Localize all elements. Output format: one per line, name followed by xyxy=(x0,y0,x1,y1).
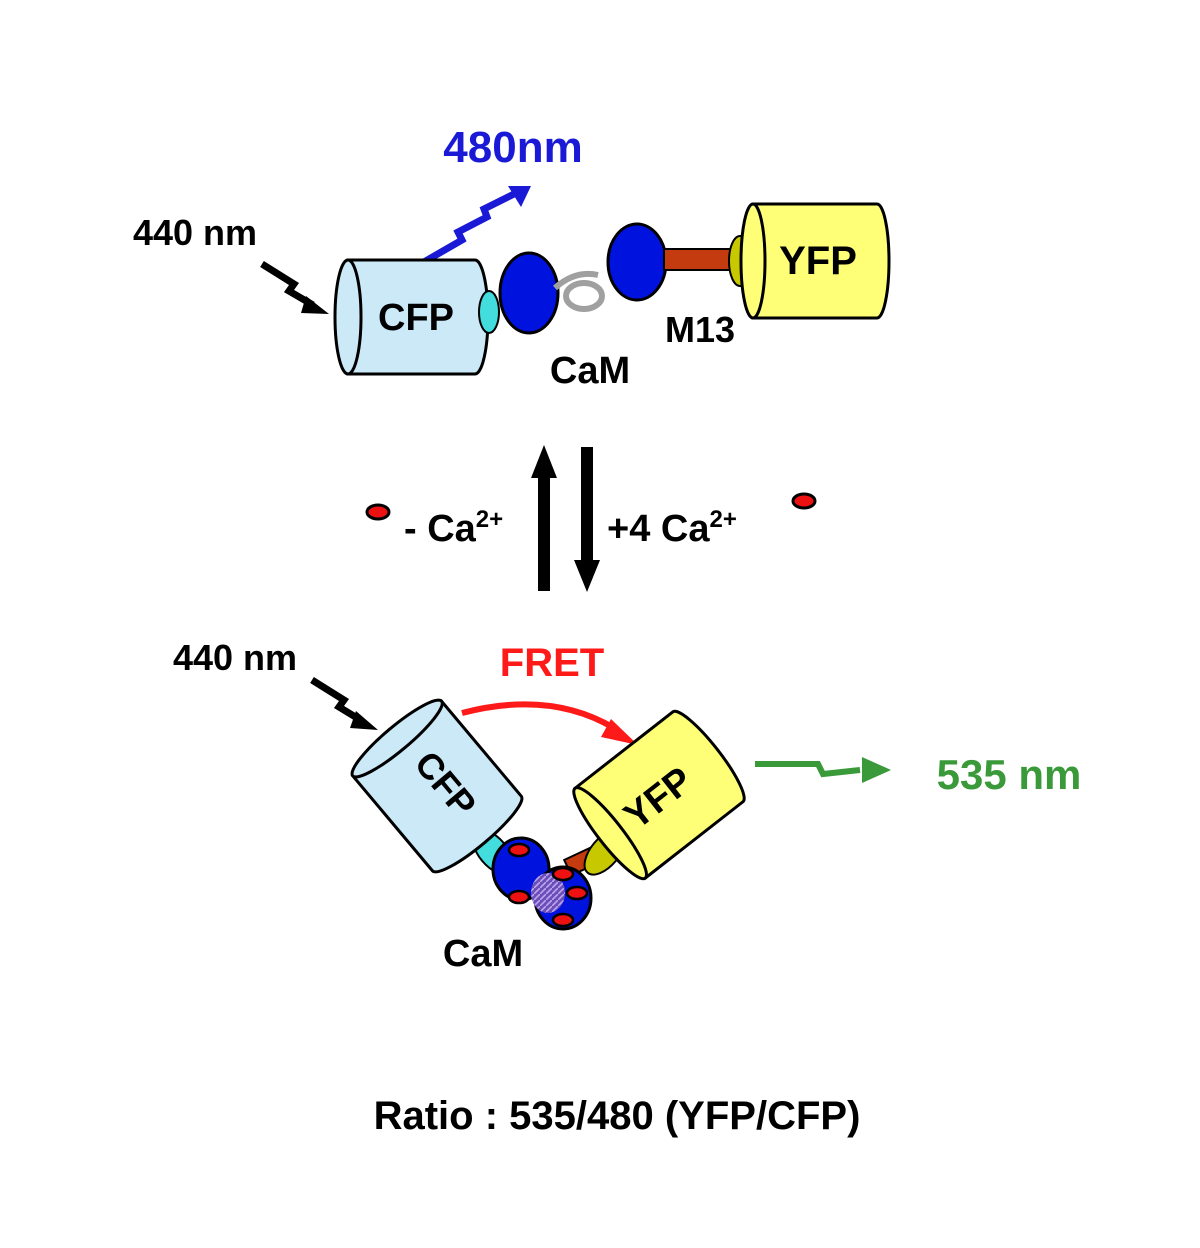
cfp-barrel-bottom xyxy=(350,698,524,874)
minus-calcium-label: - Ca2+ xyxy=(404,506,503,550)
calcium-ion-right xyxy=(791,492,817,510)
excitation-arrow-bottom xyxy=(310,677,378,730)
cfp-label-top: CFP xyxy=(378,297,454,339)
emission-480-arrow xyxy=(408,186,531,274)
yfp-label-top: YFP xyxy=(779,239,857,283)
calcium-ion-left xyxy=(365,503,391,521)
excitation-arrow-top xyxy=(260,261,329,314)
calcium-ion-bound xyxy=(507,889,531,905)
plus-calcium-label: +4 Ca2+ xyxy=(607,506,737,550)
yfp-barrel-bottom xyxy=(572,709,746,881)
release-arrow-up xyxy=(531,445,557,591)
cam-label-bottom: CaM xyxy=(443,933,523,975)
cam-lobe-c-top xyxy=(606,222,668,302)
calcium-ion-bound xyxy=(565,885,589,901)
yfp-barrel-top xyxy=(739,202,891,320)
excitation-label-top: 440 nm xyxy=(133,212,257,253)
cfp-cap-top xyxy=(478,290,500,334)
emission-535-arrow xyxy=(755,757,891,783)
fret-arrow xyxy=(461,701,638,745)
calcium-ion-bound xyxy=(551,866,575,882)
calcium-ion-bound xyxy=(507,842,531,858)
emission-535-label: 535 nm xyxy=(937,751,1082,798)
calcium-ion-bound xyxy=(551,912,575,928)
emission-480-label: 480nm xyxy=(443,123,582,172)
binding-arrow-down xyxy=(574,447,600,592)
fret-label: FRET xyxy=(500,641,604,685)
cam-label-top: CaM xyxy=(550,350,630,392)
m13-label: M13 xyxy=(665,309,735,350)
ratio-caption: Ratio : 535/480 (YFP/CFP) xyxy=(374,1094,861,1138)
m13-peptide-bound xyxy=(531,873,565,913)
cam-lobe-n-top xyxy=(498,251,560,335)
cam-complex-bottom xyxy=(491,836,604,931)
excitation-label-bottom: 440 nm xyxy=(173,637,297,678)
cam-loop-top xyxy=(552,270,605,312)
